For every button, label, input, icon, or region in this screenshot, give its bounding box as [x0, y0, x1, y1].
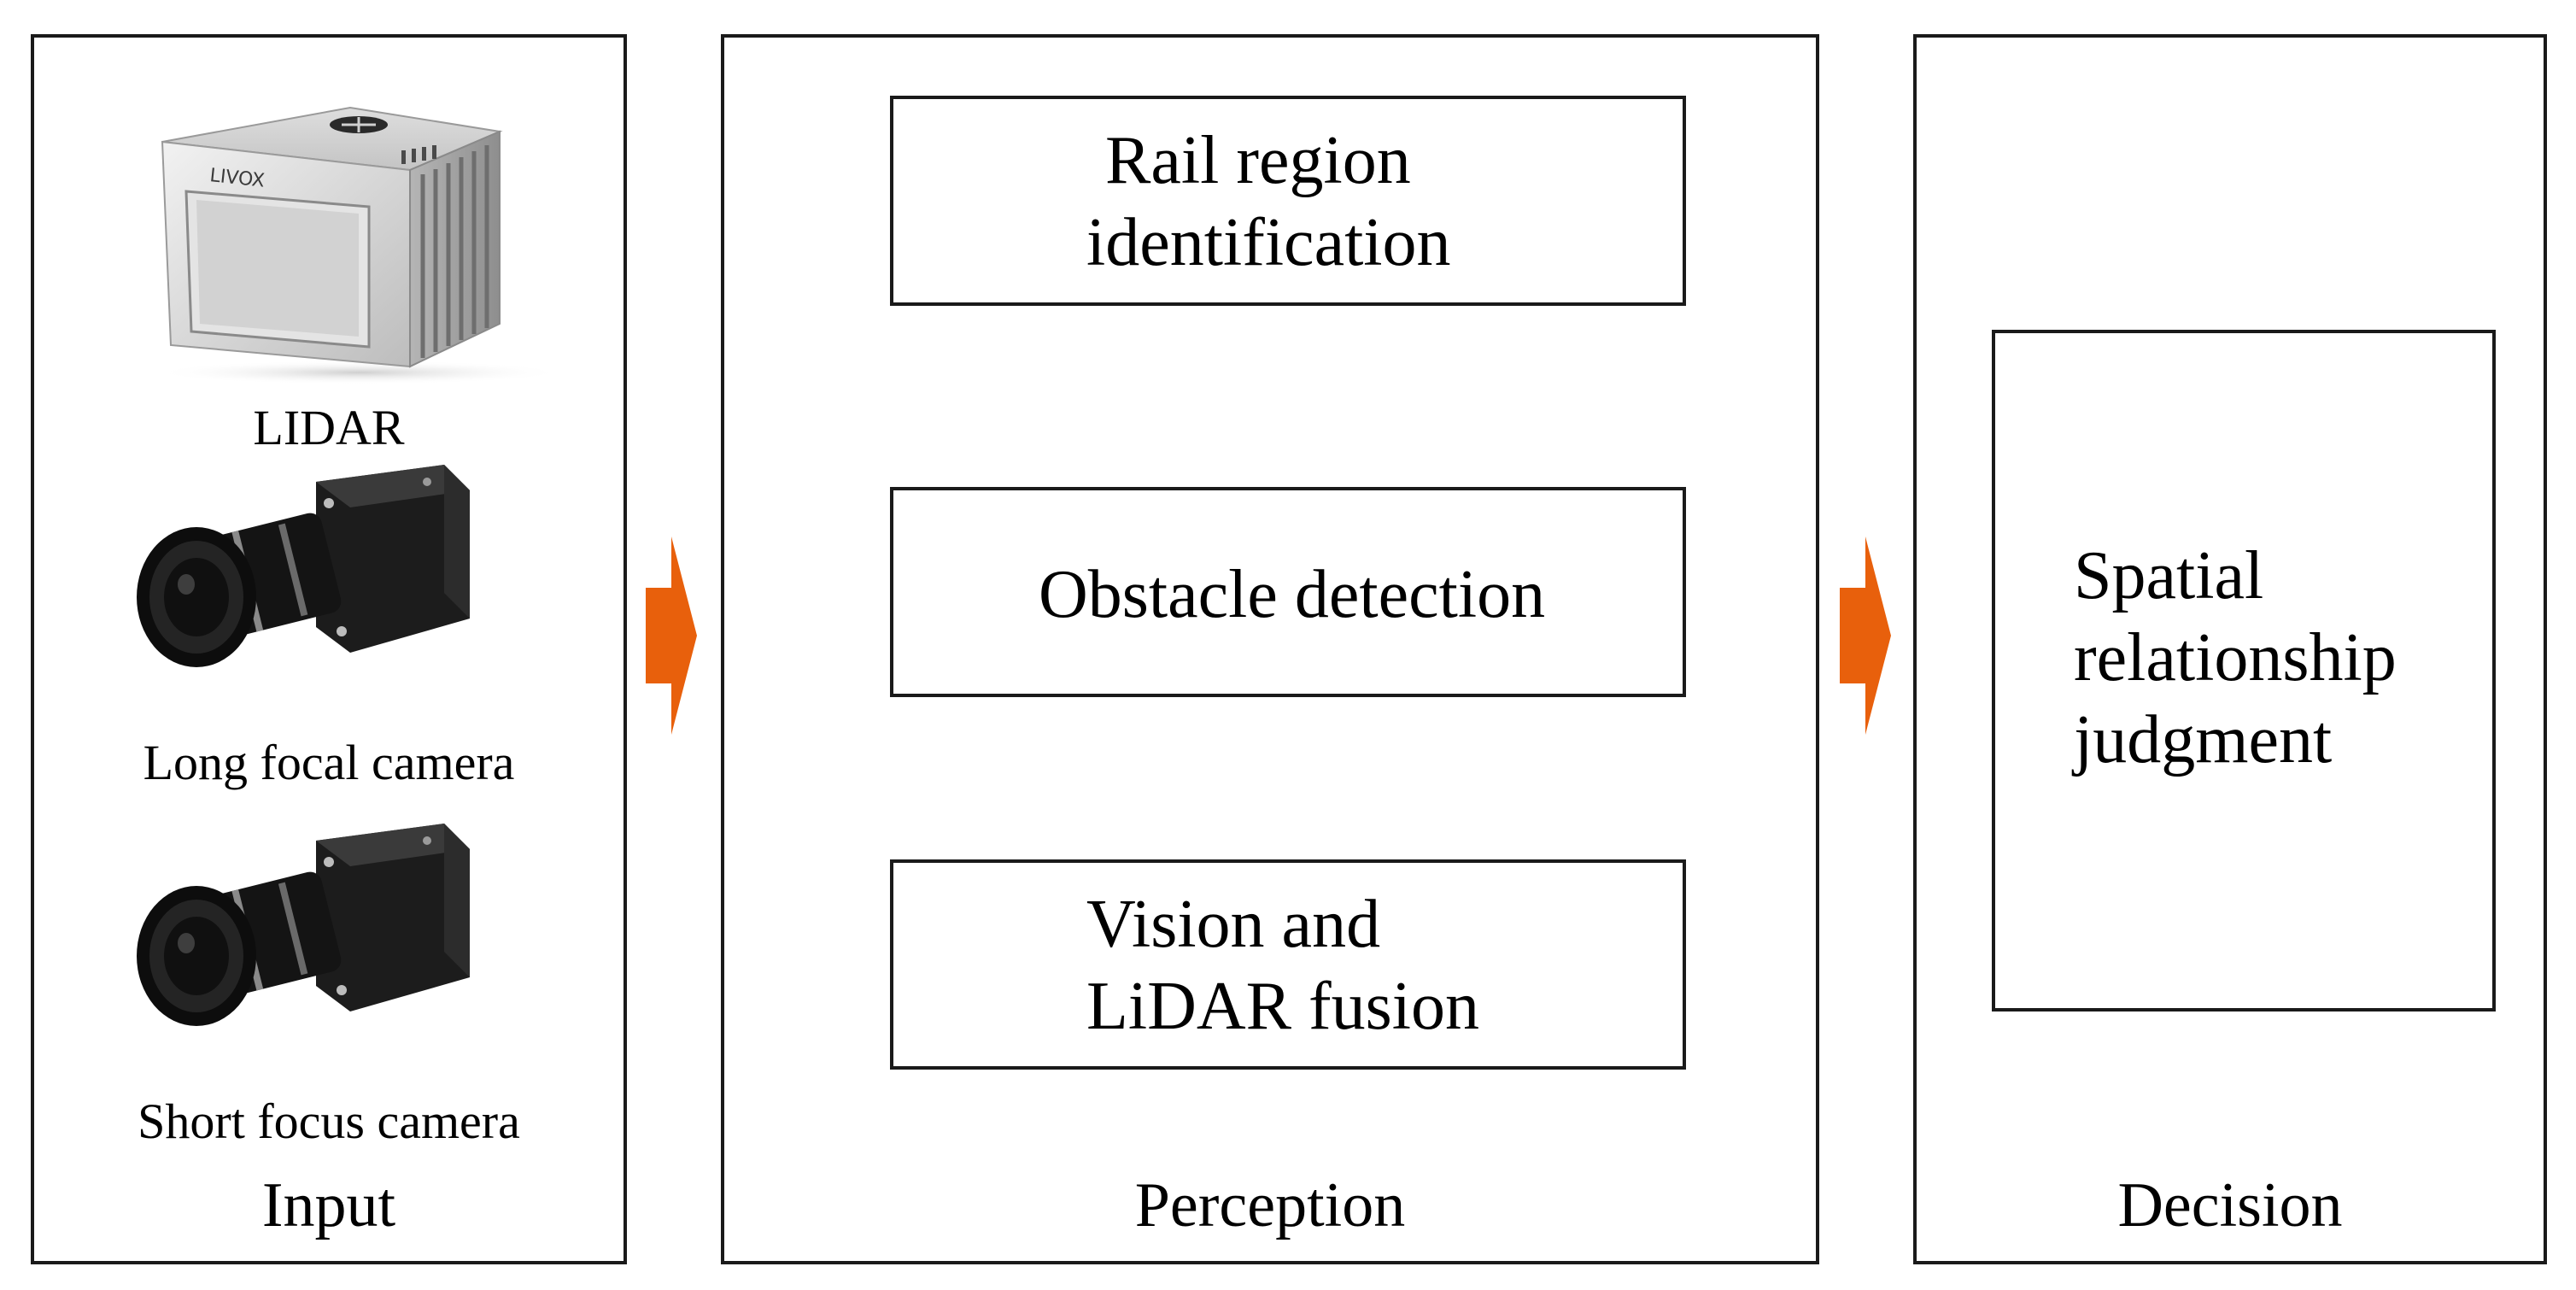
box-line: identification: [1086, 205, 1451, 280]
spatial-relationship-text: Spatial relationship judgment: [2074, 535, 2397, 781]
long-focal-camera-device: Long focal camera: [34, 456, 624, 798]
lidar-icon: LIVOX: [154, 106, 564, 384]
input-label: Input: [261, 1170, 396, 1240]
box-line: Obstacle detection: [1039, 557, 1546, 632]
rail-region-text: Rail region identification: [1086, 120, 1451, 284]
vision-lidar-fusion-box: Vision and LiDAR fusion: [890, 859, 1686, 1070]
input-panel: LIVOX LIDAR: [31, 34, 627, 1264]
decision-panel: Spatial relationship judgment Decision: [1913, 34, 2547, 1264]
obstacle-detection-box: Obstacle detection: [890, 487, 1686, 697]
perception-label: Perception: [1134, 1170, 1406, 1240]
rail-region-box: Rail region identification: [890, 96, 1686, 306]
long-focal-camera-caption: Long focal camera: [143, 735, 515, 790]
spatial-relationship-box: Spatial relationship judgment: [1992, 330, 2496, 1011]
box-line: relationship: [2074, 620, 2397, 695]
vision-lidar-fusion-text: Vision and LiDAR fusion: [1086, 883, 1479, 1047]
camera-icon: [137, 465, 470, 667]
short-focus-camera-device: Short focus camera: [34, 815, 624, 1157]
perception-panel: Rail region identification Obstacle dete…: [721, 34, 1819, 1264]
box-line: judgment: [2074, 702, 2333, 777]
short-focus-camera-caption: Short focus camera: [138, 1094, 520, 1149]
camera-icon: [137, 824, 470, 1026]
right-arrow-icon: [1840, 537, 1891, 735]
right-arrow-icon: [646, 537, 697, 735]
box-line: Vision and: [1086, 887, 1381, 962]
box-line: Spatial: [2074, 538, 2264, 613]
lidar-device: LIVOX LIDAR: [34, 63, 624, 453]
decision-label: Decision: [2117, 1170, 2343, 1240]
box-line: Rail region: [1105, 123, 1411, 198]
box-line: LiDAR fusion: [1086, 969, 1479, 1044]
obstacle-detection-text: Obstacle detection: [1039, 554, 1545, 636]
lidar-caption: LIDAR: [253, 400, 405, 455]
